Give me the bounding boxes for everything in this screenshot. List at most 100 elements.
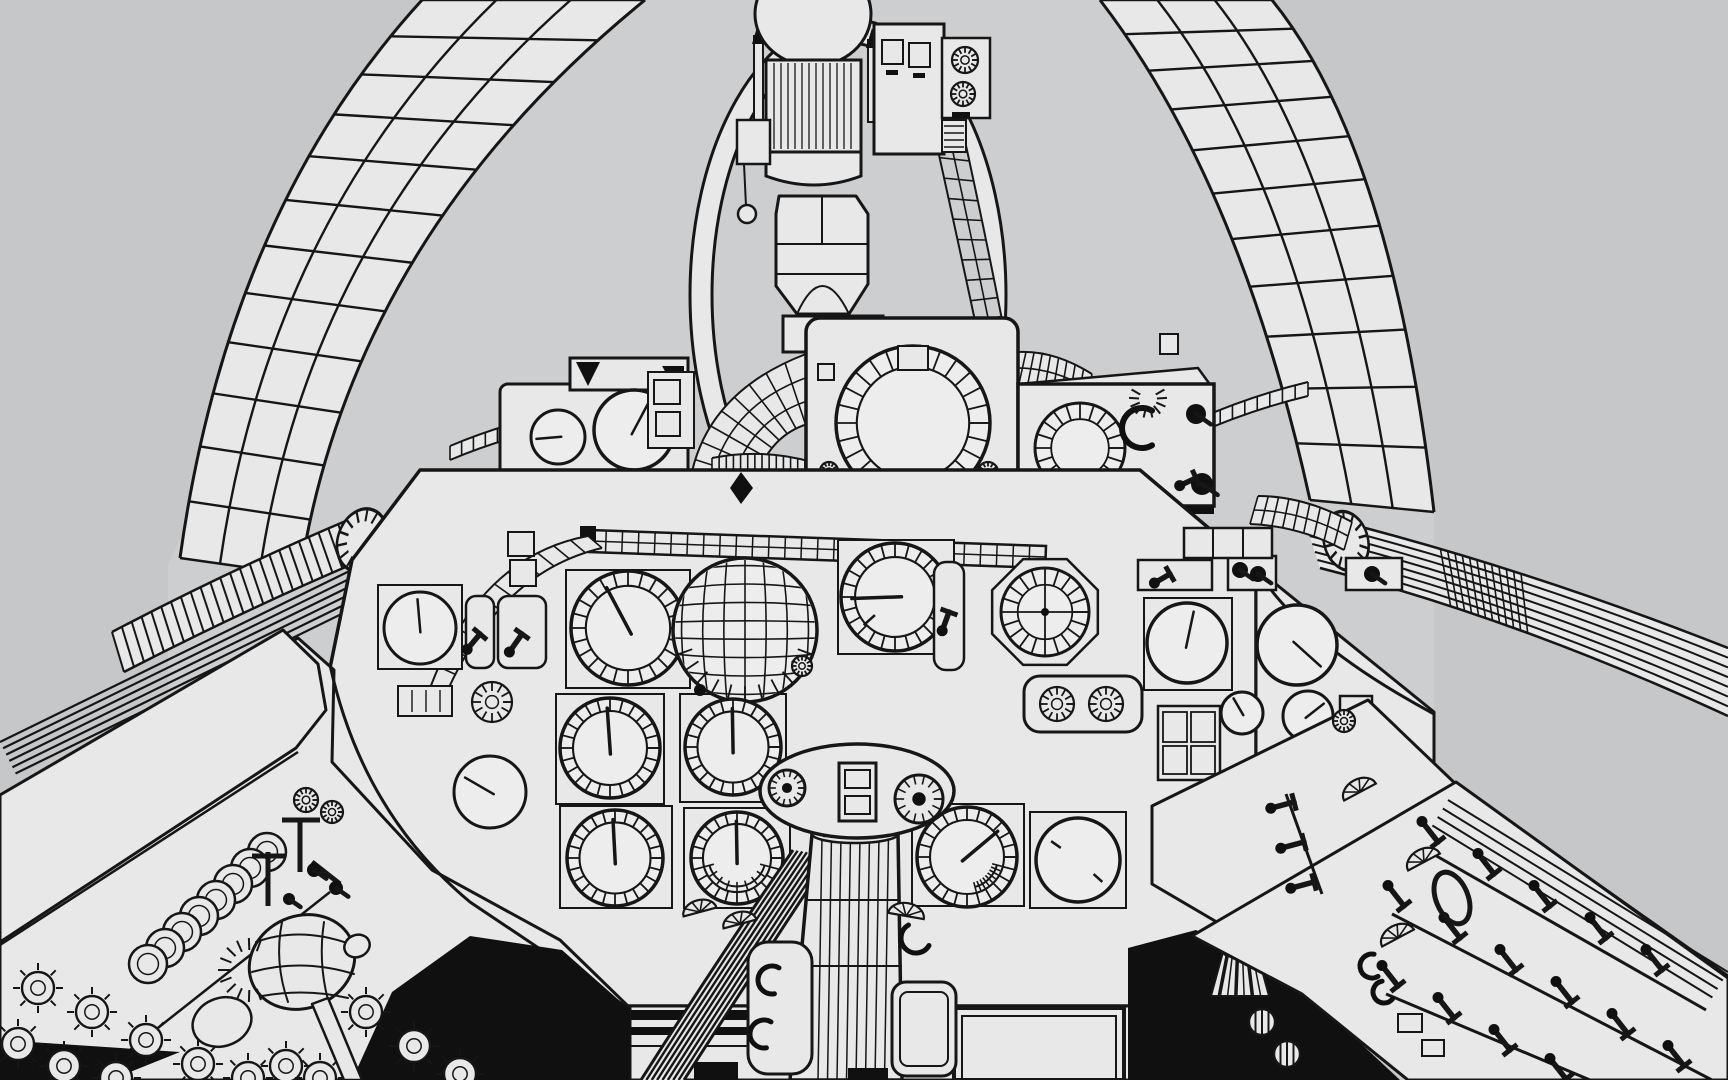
- nav-small-square: [1159, 333, 1179, 355]
- grid-sq-4: [1190, 745, 1216, 775]
- edge-toggle: [1174, 468, 1203, 492]
- sight-rib-block-lines: [944, 125, 964, 148]
- oil-gauge: [1255, 603, 1339, 687]
- pill-toggle-3: [936, 606, 959, 637]
- horizon-gauge: [839, 541, 951, 653]
- throttle-collar: [218, 937, 262, 1003]
- sight-panel-square-2: [908, 42, 931, 68]
- throttle-facet-1: [255, 933, 351, 945]
- secondary-grip: [191, 995, 253, 1049]
- right-elbow-duct: [1249, 495, 1353, 551]
- mini-square-lines: [411, 690, 441, 712]
- nav-knob-upper: [1186, 404, 1213, 427]
- toggle-rail-1: [1425, 848, 1707, 1012]
- canopy-arch-left-grid: [178, 0, 646, 577]
- boot-clip-2: [747, 1017, 774, 1051]
- attitude-indicator: [671, 556, 819, 704]
- right-console-lower: [1190, 780, 1728, 1080]
- pill-toggle-1: [461, 626, 489, 655]
- sight-plumb-wire: [743, 163, 747, 207]
- grip-wheel-left: [767, 768, 807, 808]
- mini-square-block: [397, 685, 453, 717]
- boot-right-inner: [899, 991, 949, 1067]
- dual-square-1: [653, 379, 681, 405]
- clock-gauge: [1034, 816, 1122, 904]
- grip-center-inner-1: [844, 769, 871, 789]
- small-box-knob: [1364, 566, 1388, 586]
- rib-cap-2: [1405, 846, 1442, 872]
- sight-panel-mark-1: [886, 70, 898, 75]
- airspeed-gauge: [569, 569, 687, 687]
- toggle-row-3: [1376, 960, 1575, 1080]
- box-corner-mark-1: [576, 362, 600, 386]
- sight-knob-upper: [950, 45, 980, 75]
- sight-panel-square-1: [881, 39, 904, 65]
- mach-gauge: [565, 808, 665, 908]
- throttle-facet-5: [320, 921, 329, 1001]
- panel-diamond-mark: [730, 472, 753, 504]
- sight-plumb-bob: [736, 203, 758, 225]
- rib-cap-4: [682, 898, 718, 918]
- column-post-1: [694, 1062, 738, 1080]
- sight-bracket: [735, 118, 772, 166]
- toggle-column-left: [1265, 792, 1319, 894]
- small-gauge-left: [1219, 690, 1265, 736]
- sight-collar: [764, 150, 863, 187]
- rib-cap-6: [886, 901, 925, 921]
- subpanel-knob-2: [1087, 685, 1125, 723]
- pill-toggle-2: [503, 626, 531, 658]
- stick-boot-left: [746, 940, 814, 1076]
- right-footwell-shadow: [1128, 930, 1400, 1080]
- clip-2: [1370, 978, 1395, 1006]
- egt-gauge: [689, 810, 785, 906]
- sight-panel-mark-2: [913, 73, 925, 78]
- clip-1: [1357, 951, 1381, 981]
- toggle-box-right: [1136, 558, 1214, 592]
- small-square-2: [509, 559, 537, 587]
- hose-coil: [127, 831, 288, 985]
- sight-knob-lower: [949, 80, 977, 108]
- map-box: [952, 1006, 1126, 1080]
- clip-3: [898, 922, 932, 956]
- rib-cylinder-1: [1247, 1007, 1277, 1037]
- circuit-breakers: [0, 963, 485, 1080]
- three-cell-panel: [1182, 526, 1274, 560]
- grid-sq-2: [1190, 711, 1216, 743]
- grip-center-inner-2: [844, 795, 871, 815]
- rib-cap-5: [722, 910, 758, 930]
- dual-square-2: [655, 411, 681, 437]
- scope-top-notch: [897, 345, 929, 371]
- boot-clip-1: [755, 963, 782, 997]
- throttle-nose: [343, 933, 371, 959]
- console-knob-1: [292, 786, 320, 814]
- console-divider-1: [0, 750, 299, 947]
- subpanel-knob-1: [1038, 685, 1076, 723]
- sight-rod-left: [753, 35, 764, 123]
- sight-knob-box-mark: [952, 112, 970, 118]
- three-cell-dividers: [1212, 528, 1244, 558]
- map-box-inner: [961, 1015, 1117, 1080]
- toggle-rail-2: [1391, 912, 1713, 1080]
- sight-body-ribs: [773, 63, 852, 149]
- tswitch-knob-3: [329, 881, 351, 899]
- throttle-rod: [310, 996, 364, 1080]
- grid-sq-1: [1162, 711, 1188, 743]
- rib-cap-3: [1379, 922, 1416, 948]
- tswitch-knob-2: [283, 893, 303, 910]
- tswitch-knob-1: [307, 863, 329, 881]
- fuel-gauge: [1145, 601, 1229, 685]
- throttle-facet-3: [261, 991, 349, 999]
- edge-gauge: [452, 754, 528, 830]
- stick-column-ribs: [817, 835, 890, 1080]
- grip-wheel-right: [893, 773, 945, 825]
- pair-knob-2: [1250, 566, 1274, 586]
- toggle-row-1: [1416, 816, 1671, 978]
- flap-gauge: [915, 805, 1019, 909]
- small-square-1: [507, 531, 535, 557]
- left-glareshield-wedge: [0, 628, 328, 944]
- console-knob-2: [319, 799, 345, 825]
- stick-boot-right: [890, 980, 958, 1078]
- grid-sq-3: [1162, 745, 1188, 775]
- scope-corner-square: [817, 363, 835, 381]
